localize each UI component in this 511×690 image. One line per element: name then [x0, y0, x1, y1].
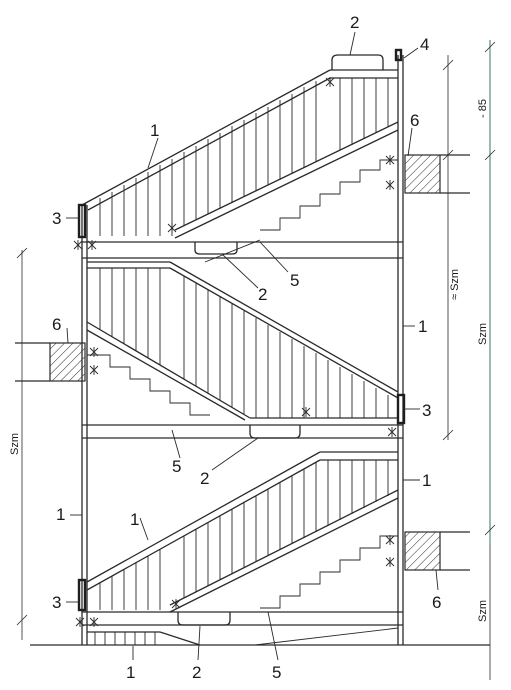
wall-sections: [15, 154, 470, 571]
callout-5-mid: 5: [290, 271, 299, 290]
callout-3-right: 3: [422, 401, 431, 420]
railing-flight-1: [81, 54, 399, 255]
dimension-labels: - 85 ≈ Szm Szm Szm Szm: [9, 99, 489, 622]
callout-2-mid: 2: [258, 285, 267, 304]
callout-5-mid-low: 5: [172, 457, 181, 476]
fastener-marks: [73, 77, 397, 627]
callout-5-bottom: 5: [272, 663, 281, 682]
callout-1-right-low: 1: [422, 471, 431, 490]
railing-flight-3: [86, 451, 399, 626]
structure: [30, 55, 490, 646]
callout-2-top: 2: [350, 13, 359, 32]
callout-1-left-low: 1: [56, 505, 65, 524]
dim-szm-right-mid: Szm: [477, 323, 489, 345]
leader-lines: [66, 31, 439, 661]
callout-6-left: 6: [52, 315, 61, 334]
dim-minus-85: - 85: [477, 99, 489, 118]
railing-flight-bottom: [87, 627, 399, 646]
callout-1-flight-low: 1: [130, 510, 139, 529]
callout-1-top: 1: [150, 121, 159, 140]
callout-3-top: 3: [52, 209, 61, 228]
callout-2-bottom: 2: [192, 663, 201, 682]
callout-3-left-low: 3: [52, 593, 61, 612]
callout-2-mid-low: 2: [200, 469, 209, 488]
callout-1-bottom: 1: [126, 663, 135, 682]
dim-szm-left: Szm: [9, 433, 21, 455]
callout-6-right-low: 6: [432, 593, 441, 612]
dim-approx-szm: ≈ Szm: [449, 269, 461, 300]
base-plates: [77, 48, 406, 612]
dim-szm-right-low: Szm: [477, 600, 489, 622]
callout-1-right-mid: 1: [418, 317, 427, 336]
callout-4: 4: [420, 35, 429, 54]
dimension-lines: [16, 40, 496, 680]
callout-6-top: 6: [410, 111, 419, 130]
railing-flight-2: [86, 239, 399, 439]
callout-labels: 2 4 1 6 3 2 5 6 1 3 5 2 1 1 1 3 6 1 2 5: [52, 13, 441, 682]
